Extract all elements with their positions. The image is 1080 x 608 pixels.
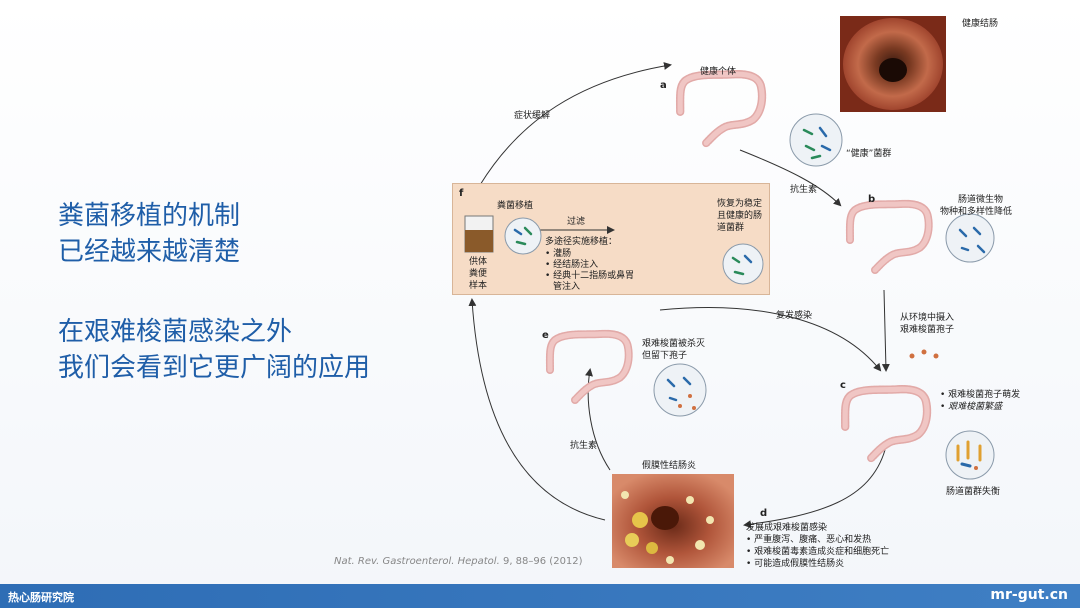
panel-d-item-3: • 可能造成假膜性结肠炎 bbox=[746, 559, 845, 569]
pseudo-colitis-label: 假膜性结肠炎 bbox=[642, 461, 697, 471]
panel-f-route-1: • 灌肠 bbox=[545, 249, 572, 259]
panel-b-letter: b bbox=[868, 194, 876, 205]
symptom-relief-label: 症状缓解 bbox=[514, 111, 551, 121]
healthy-flora-circle bbox=[789, 113, 843, 167]
panel-f-restore-1: 恢复为稳定 bbox=[717, 199, 763, 209]
panel-d-title: 发展成艰难梭菌感染 bbox=[746, 523, 828, 533]
panel-c-note-2: • 艰难梭菌繁盛 bbox=[940, 402, 1003, 412]
arrow-relapse bbox=[659, 307, 882, 372]
panel-f-drawing bbox=[464, 215, 764, 285]
panel-f-letter: f bbox=[459, 188, 464, 199]
arrow-antibiotic-a-to-b bbox=[739, 149, 842, 207]
spores-label-2: 艰难梭菌孢子 bbox=[900, 325, 955, 335]
panel-f-title: 粪菌移植 bbox=[497, 201, 534, 211]
panel-a-letter: a bbox=[660, 80, 667, 91]
footer-url[interactable]: mr-gut.cn bbox=[990, 587, 1068, 603]
headline-line-1: 粪菌移植的机制 bbox=[58, 201, 241, 231]
panel-e-letter: e bbox=[542, 330, 549, 341]
arrow-b-to-c bbox=[881, 289, 890, 372]
panel-f-restore-3: 道菌群 bbox=[717, 223, 745, 233]
panel-b-label-2: 物种和多样性降低 bbox=[940, 207, 1013, 217]
spores-label-1: 从环境中摄入 bbox=[900, 313, 955, 323]
dysbiosis-circle bbox=[945, 430, 995, 480]
panel-f-route-2: • 经结肠注入 bbox=[545, 260, 599, 270]
panel-f-route-3: • 经典十二指肠或鼻胃 bbox=[545, 271, 635, 281]
dysbiosis-label: 肠道菌群失衡 bbox=[946, 487, 1001, 497]
panel-a-title: 健康个体 bbox=[700, 67, 737, 77]
citation: Nat. Rev. Gastroenterol. Hepatol. 9, 88–… bbox=[334, 556, 583, 567]
reduced-diversity-circle bbox=[945, 213, 995, 263]
panel-d-item-1: • 严重腹泻、腹痛、恶心和发热 bbox=[746, 535, 872, 545]
arrow-symptom-relief bbox=[479, 62, 672, 186]
panel-b-label-1: 肠道微生物 bbox=[958, 195, 1004, 205]
footer-brand: 热心肠研究院 bbox=[8, 591, 74, 604]
headline-line-3: 在艰难梭菌感染之外 bbox=[58, 317, 293, 347]
killed-cdiff-circle bbox=[653, 363, 707, 417]
antibiotic-label-2: 抗生素 bbox=[570, 441, 598, 451]
relapse-label: 复发感染 bbox=[776, 311, 813, 321]
panel-f-filter: 过滤 bbox=[567, 217, 586, 227]
panel-f-restore-2: 且健康的肠 bbox=[717, 211, 763, 221]
panel-f-donor-2: 粪便 bbox=[469, 269, 488, 279]
panel-e-label-1: 艰难梭菌被杀灭 bbox=[642, 339, 706, 349]
footer-bar: 热心肠研究院 mr-gut.cn bbox=[0, 584, 1080, 608]
citation-journal: Nat. Rev. Gastroenterol. Hepatol. bbox=[334, 556, 500, 567]
panel-d-letter: d bbox=[760, 508, 768, 519]
panel-f-box: f 粪菌移植 过滤 多途径实施移植： • 灌肠 • 经结肠注入 • 经典十二指肠… bbox=[452, 183, 770, 295]
arrow-to-f bbox=[468, 298, 606, 521]
arrow-antibiotic-d-to-e bbox=[585, 368, 611, 471]
panel-c-letter: c bbox=[840, 380, 846, 391]
panel-f-donor-3: 样本 bbox=[469, 281, 488, 291]
citation-details: 9, 88–96 (2012) bbox=[502, 556, 583, 567]
panel-c-note-1: • 艰难梭菌孢子萌发 bbox=[940, 390, 1021, 400]
healthy-flora-label: “健康”菌群 bbox=[846, 149, 892, 159]
panel-f-routes-title: 多途径实施移植： bbox=[545, 237, 618, 247]
panel-d-item-2: • 艰难梭菌毒素造成炎症和细胞死亡 bbox=[746, 547, 890, 557]
panel-f-donor-1: 供体 bbox=[469, 257, 488, 267]
headline-line-2: 已经越来越清楚 bbox=[58, 237, 241, 267]
headline-line-4: 我们会看到它更广阔的应用 bbox=[58, 353, 371, 383]
panel-e-label-2: 但留下孢子 bbox=[642, 351, 688, 361]
healthy-colon-photo-label: 健康结肠 bbox=[962, 19, 999, 29]
arrow-c-to-d bbox=[743, 449, 886, 529]
antibiotic-label-1: 抗生素 bbox=[790, 185, 818, 195]
panel-f-route-4: 管注入 bbox=[553, 282, 581, 292]
